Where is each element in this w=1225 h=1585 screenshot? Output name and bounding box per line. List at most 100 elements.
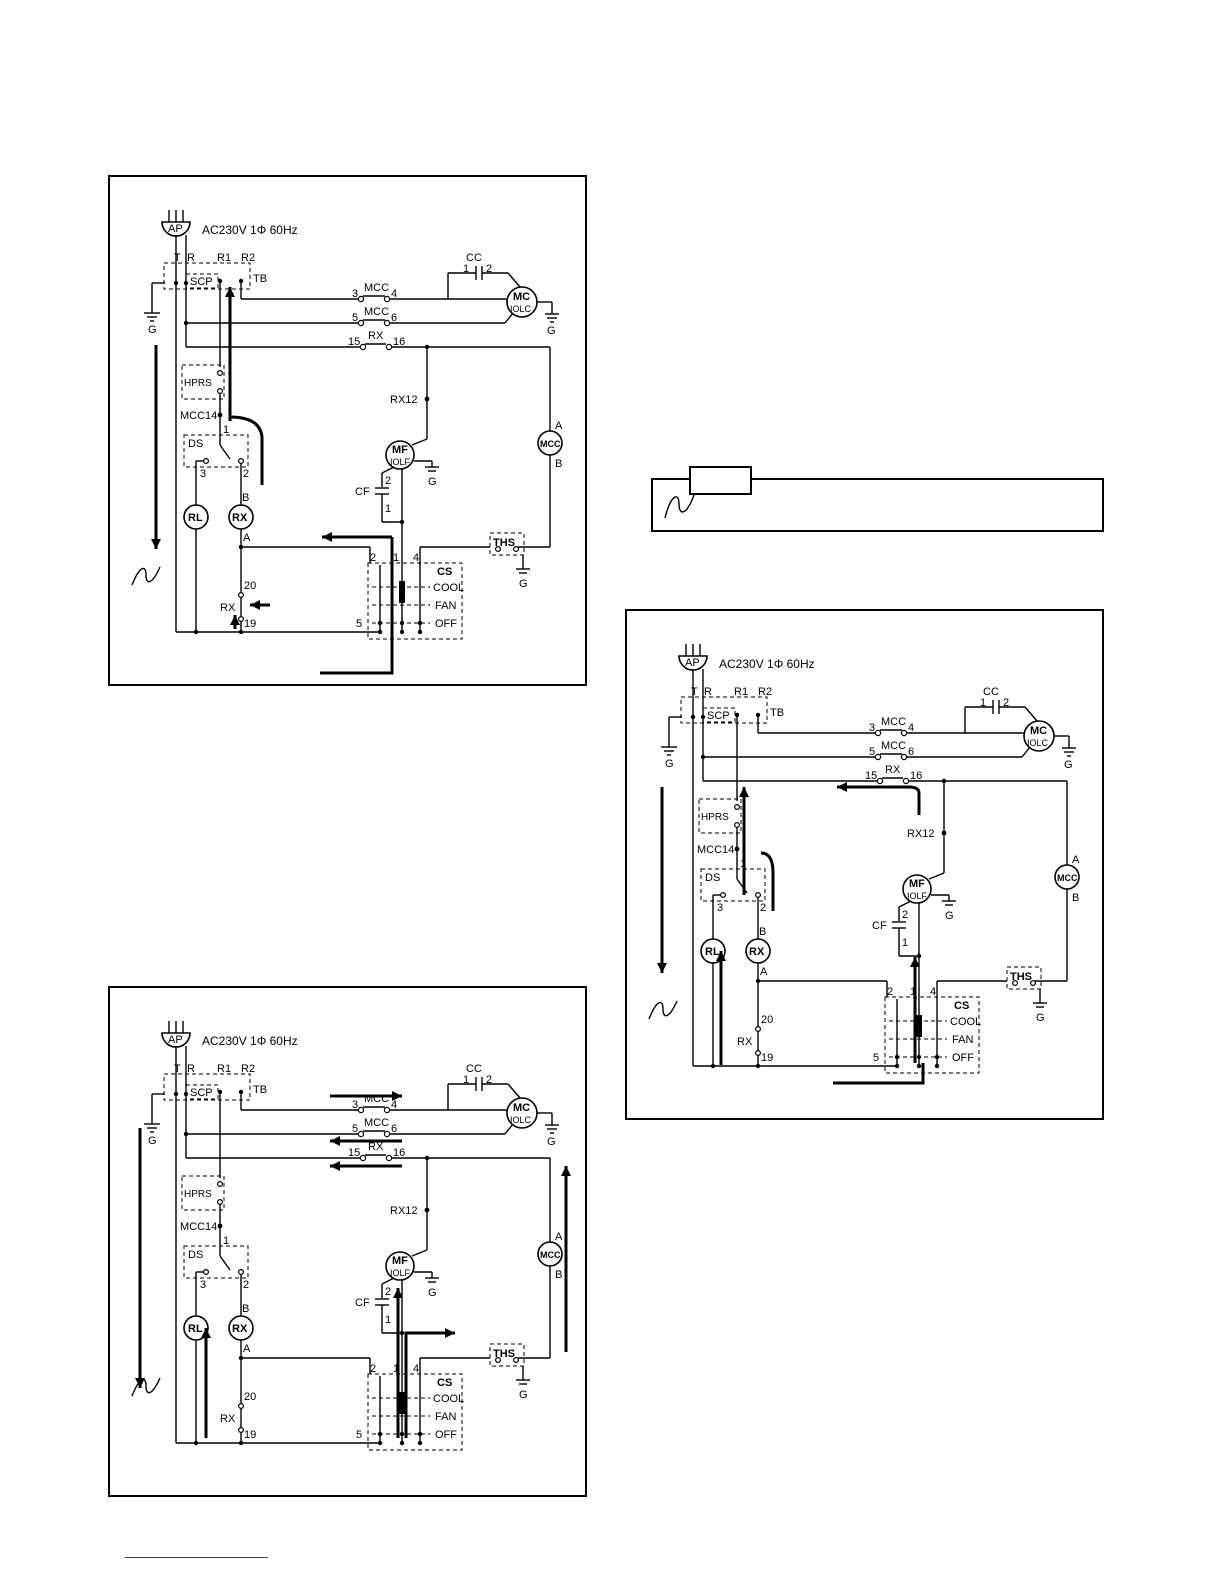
svg-text:MC: MC [513,291,530,303]
terminal-block [163,1073,251,1101]
cc-label: CC [983,686,999,698]
svg-text:20: 20 [244,1391,256,1403]
svg-text:G: G [547,325,556,337]
svg-text:RX: RX [749,946,765,958]
svg-text:IOLF: IOLF [390,457,411,467]
flow-arrowhead-icon [201,1328,211,1338]
svg-text:G: G [1036,1012,1045,1024]
svg-text:5: 5 [356,618,362,630]
fan-motor-icon: MF IOLF [385,440,415,470]
ac-sine-legend-icon [664,491,696,519]
fan-label: FAN [435,1411,456,1423]
ground-icon: G [661,717,677,770]
ac-sine-icon [131,1377,161,1397]
svg-text:5: 5 [356,1429,362,1441]
t-label: T [174,1063,181,1075]
svg-text:1: 1 [910,986,916,998]
r1-label: R1 [734,686,748,698]
svg-text:G: G [519,578,528,590]
cs-label: CS [437,1377,452,1389]
cs-switch-box [884,996,980,1074]
hprs-box [181,1175,225,1211]
diagram-panel-3: AP AC230V 1Φ 60Hz T R R1 R2 TB SCP G 3 M… [625,609,1104,1120]
svg-text:G: G [428,1287,437,1299]
svg-text:MCC: MCC [540,1250,561,1260]
svg-text:G: G [148,1135,157,1147]
svg-text:MF: MF [392,1255,408,1267]
svg-text:A: A [243,532,251,544]
svg-text:5: 5 [352,312,358,324]
flow-arrowhead-icon [225,287,235,297]
svg-text:IOLC: IOLC [1027,738,1049,748]
svg-text:2: 2 [385,475,391,487]
hprs-label: HPRS [701,812,729,823]
svg-text:MF: MF [909,878,925,890]
svg-text:MC: MC [1030,725,1047,737]
svg-text:B: B [555,1269,562,1281]
hprs-label: HPRS [184,378,212,389]
flow-arrowhead-icon [910,957,920,967]
ac-sine-icon [131,566,161,586]
current-flow-arrow [228,415,264,485]
rx-contact-label: RX [885,764,901,776]
tb-label: TB [253,1084,267,1096]
r-label: R [704,686,712,698]
flow-layer [135,1091,571,1438]
cs-label: CS [954,1000,969,1012]
scp-label: SCP [707,710,730,722]
supply-label: AC230V 1Φ 60Hz [202,223,298,237]
off-label: OFF [952,1052,974,1064]
cc-label: CC [466,252,482,264]
svg-text:5: 5 [352,1123,358,1135]
svg-text:MF: MF [392,444,408,456]
svg-text:6: 6 [391,1123,397,1135]
svg-text:B: B [242,492,249,504]
flow-arrowhead-icon [330,1161,340,1171]
power-plug-ap: AP [678,644,708,671]
supply-label: AC230V 1Φ 60Hz [202,1034,298,1048]
svg-text:RL: RL [188,1323,203,1335]
svg-text:4: 4 [413,552,419,564]
svg-text:4: 4 [930,986,936,998]
flow-arrowhead-icon [392,1091,402,1101]
current-flow-arrow [760,851,775,911]
svg-text:2: 2 [486,1074,492,1086]
svg-text:RX: RX [232,512,248,524]
rx12-label: RX12 [390,1205,418,1217]
rl-lamp-icon: RL [183,1315,209,1341]
diagram-panel-2: AP AC230V 1Φ 60Hz T R R1 R2 TB SCP G 3 M… [108,986,587,1497]
svg-text:2: 2 [887,986,893,998]
current-flow-arrow [404,1331,455,1438]
flow-arrowhead-icon [657,963,667,973]
off-label: OFF [435,1429,457,1441]
cs-switch-box [367,562,463,640]
svg-text:G: G [428,476,437,488]
fan-motor-icon: MF IOLF [385,1251,415,1281]
svg-text:2: 2 [902,909,908,921]
svg-text:5: 5 [869,746,875,758]
rx-contact-label: RX [368,330,384,342]
hprs-label: HPRS [184,1189,212,1200]
wiring-diagram: AP AC230V 1Φ 60Hz T R R1 R2 TB SCP G 3 M… [648,644,1080,1085]
fan-label: FAN [952,1034,973,1046]
svg-text:16: 16 [393,1147,405,1159]
wiring-diagram: AP AC230V 1Φ 60Hz T R R1 R2 TB SCP G 3 M… [131,210,563,675]
ap-label: AP [168,1034,183,1046]
mcc-contact-2-label: MCC [364,306,389,318]
compressor-motor-icon: MC IOLC [506,1097,538,1129]
flow-layer [151,287,394,675]
rx12-label: RX12 [390,394,418,406]
svg-text:RX: RX [232,1323,248,1335]
flow-layer [657,782,925,1085]
svg-text:B: B [242,1303,249,1315]
svg-text:1: 1 [223,424,229,436]
supply-label: AC230V 1Φ 60Hz [719,657,815,671]
power-plug-ap: AP [161,1021,191,1048]
rx-contact-label: RX [368,1141,384,1153]
r-label: R [187,252,195,264]
svg-text:4: 4 [413,1363,419,1375]
svg-text:IOLC: IOLC [510,1115,532,1125]
svg-text:1: 1 [463,1074,469,1086]
flow-arrowhead-icon [561,1166,571,1176]
svg-text:IOLF: IOLF [907,891,928,901]
